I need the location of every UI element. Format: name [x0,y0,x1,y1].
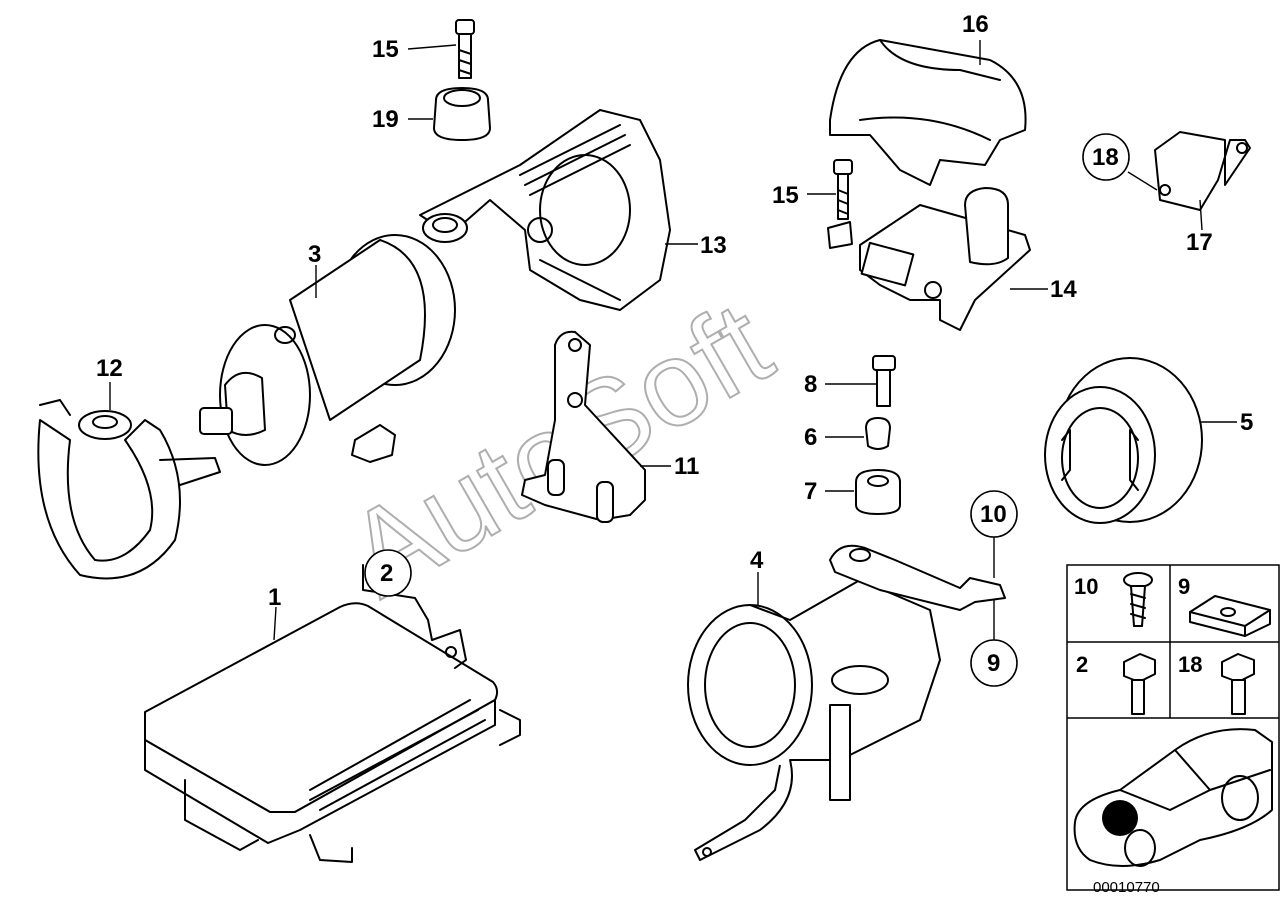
label-part-4: 4 [750,547,764,574]
control-unit-part-1 [144,602,521,863]
legend-label-2: 2 [1076,652,1088,677]
label-part-8: 8 [804,371,817,398]
clamp-part-12 [37,399,221,580]
label-part-10: 10 [980,501,1007,528]
part-labels: 15 19 13 16 15 14 18 17 3 12 11 8 6 7 5 … [96,11,1253,687]
label-circle-part-9 [970,639,1018,687]
legend-label-9: 9 [1178,574,1190,599]
screw-icon [1123,572,1153,627]
bracket-part-2 [362,564,467,669]
module-part-14 [827,187,1031,331]
bracket-part-13 [419,109,671,311]
leader-lines [109,40,1237,641]
bracket-part-17 [1154,131,1251,211]
reference-number: 00010770 [1093,879,1160,896]
bushing-part-19 [433,87,491,141]
label-part-3: 3 [308,241,321,268]
legend-label-18: 18 [1178,652,1202,677]
label-part-9: 9 [987,650,1000,677]
label-part-17-visible: 17 [1186,229,1213,256]
legend-box: 10 9 2 18 00010770 [1066,564,1280,896]
label-part-19: 19 [372,106,399,133]
label-part-1: 1 [268,584,281,611]
cover-part-16 [829,39,1027,186]
label-part-16: 16 [962,11,989,38]
bolt-part-15-mid [833,159,853,220]
grommet-part-7 [855,469,901,515]
hex-bolt-icon [1123,653,1156,715]
hex-bolt-icon [1221,653,1255,715]
label-part-11: 11 [674,453,699,480]
label-part-15-mid: 15 [772,182,799,209]
bolt-part-15-top [455,19,475,79]
bolt-part-8 [872,355,896,407]
label-circle-part-18 [1082,133,1130,181]
label-circle-part-2 [364,549,412,597]
label-part-12: 12 [96,355,123,382]
label-part-13: 13 [700,232,727,259]
ring-part-5 [1044,357,1203,524]
label-part-5: 5 [1240,409,1253,436]
label-circle-part-10 [970,490,1018,538]
label-part-14: 14 [1050,276,1077,303]
motor-part-3 [199,234,456,466]
label-part-7: 7 [804,478,817,505]
legend-label-10: 10 [1074,574,1098,599]
holder-part-4 [687,544,1006,861]
clip-nut-icon [1189,595,1271,637]
sleeve-part-6 [865,417,891,450]
label-part-15-top: 15 [372,36,399,63]
label-part-18: 18 [1092,144,1119,171]
label-part-2: 2 [380,560,393,587]
location-marker [1102,800,1138,836]
label-part-6: 6 [804,424,817,451]
bracket-part-11 [521,330,646,523]
car-location-icon [1073,728,1273,867]
